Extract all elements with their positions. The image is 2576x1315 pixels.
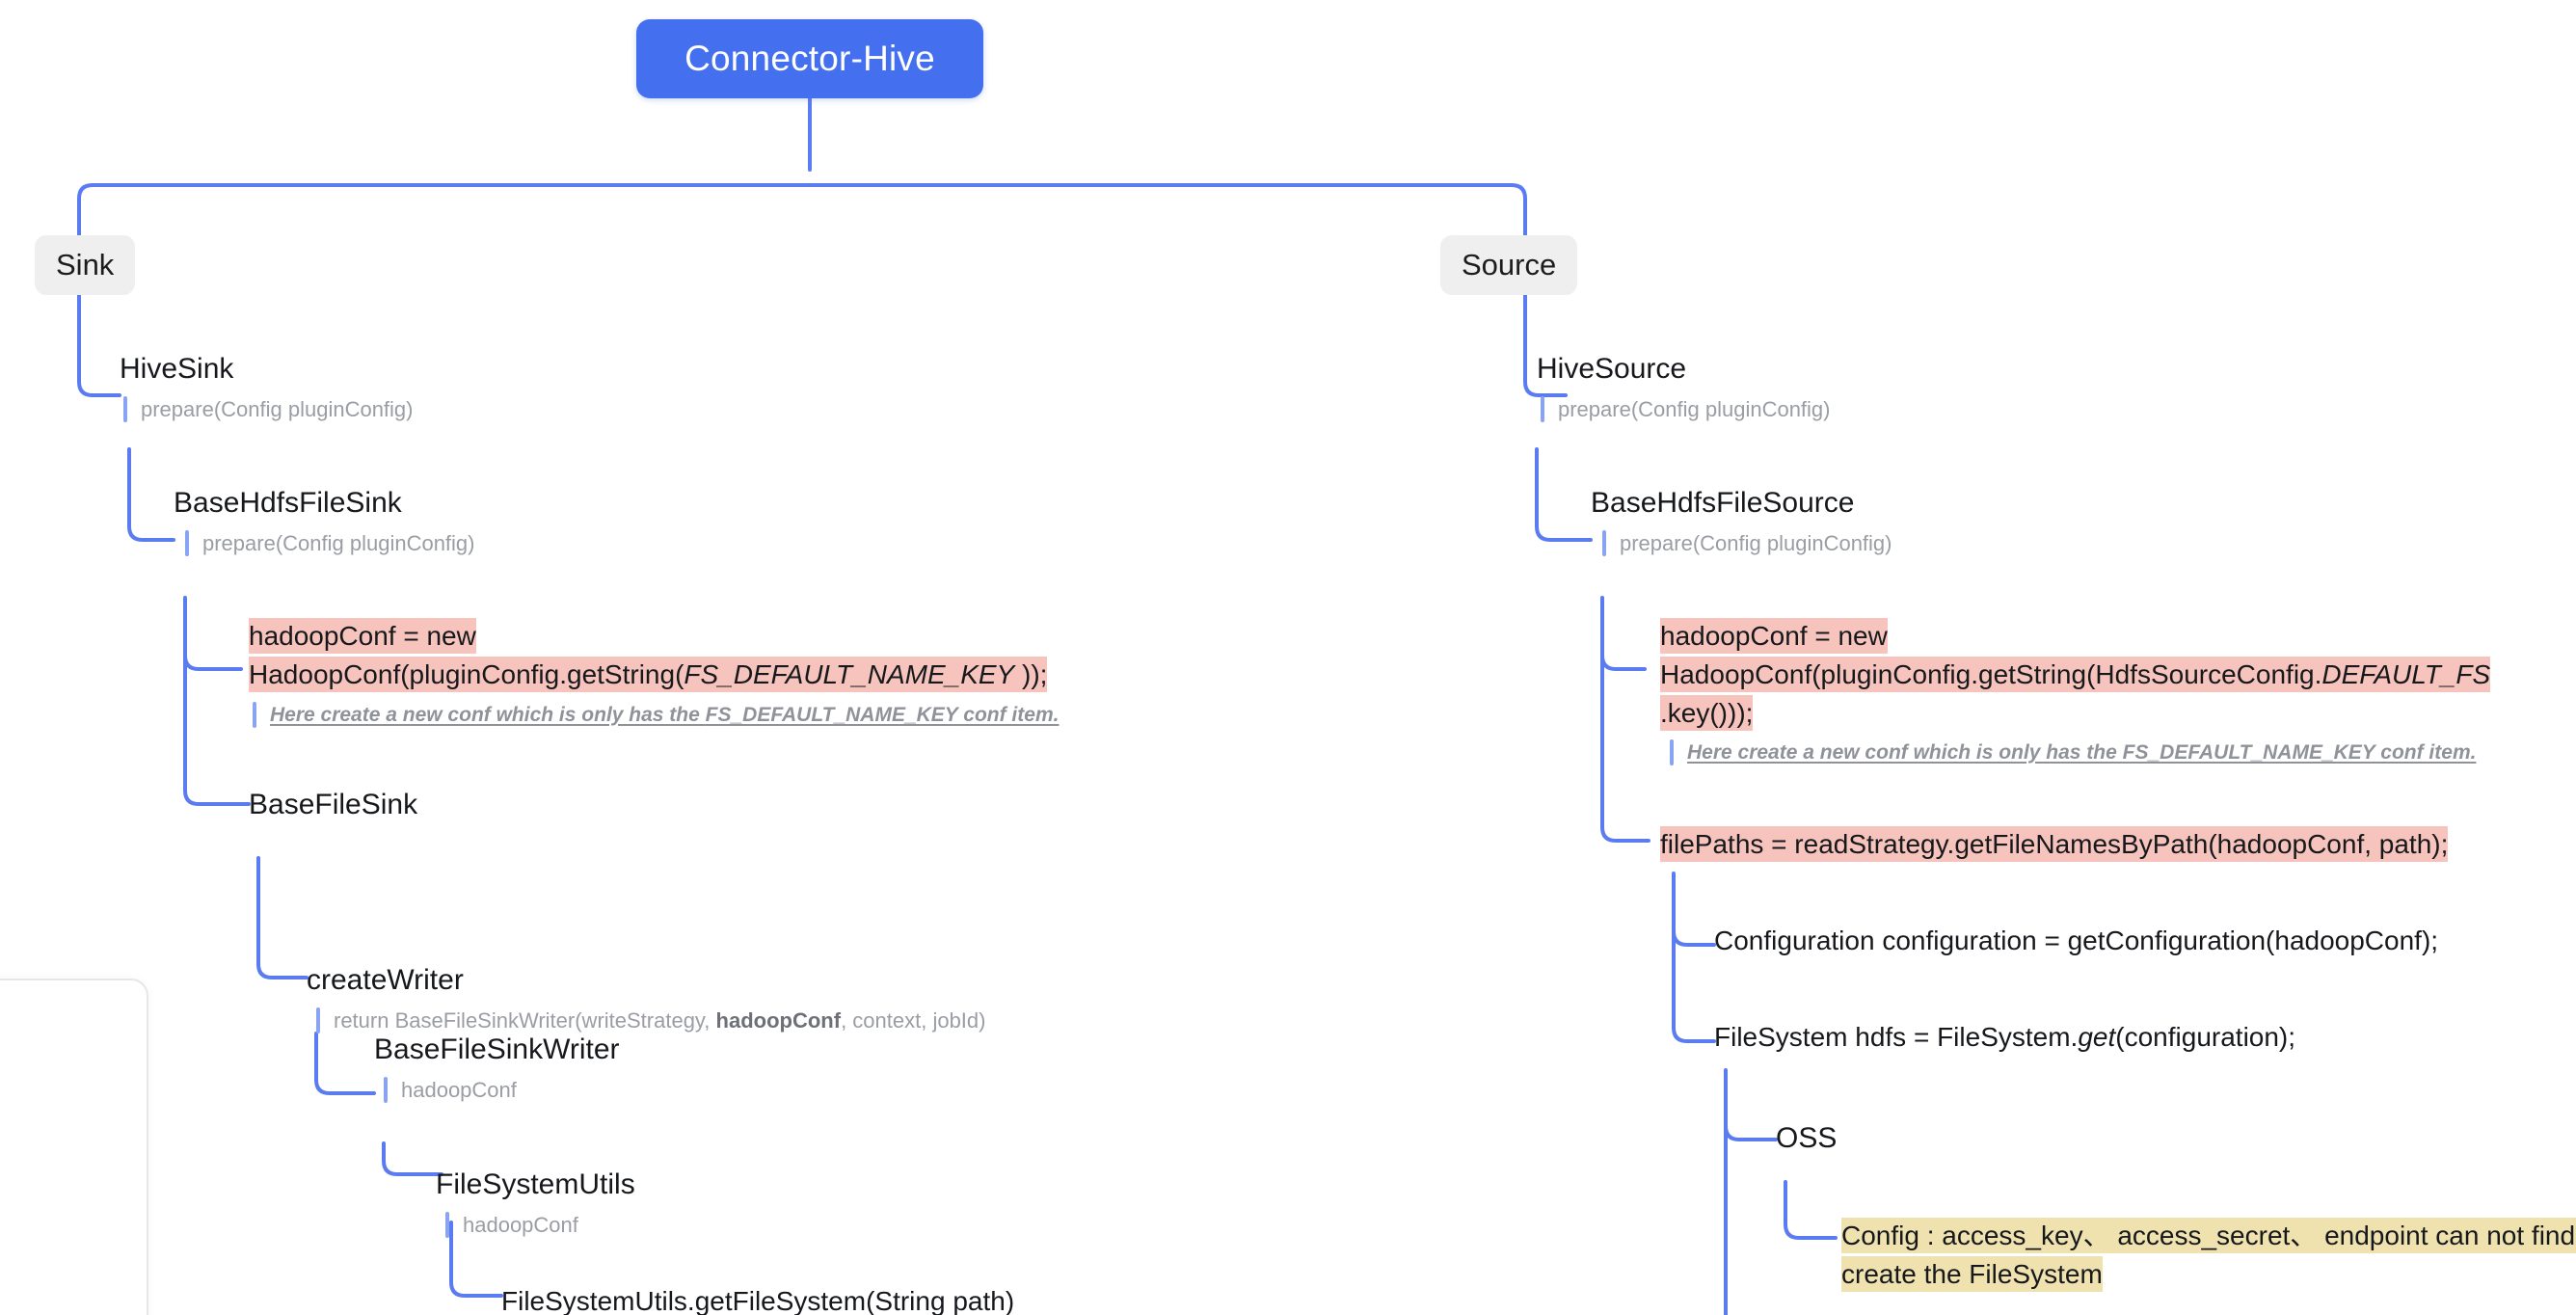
node-base-hdfs-file-sink[interactable]: BaseHdfsFileSink [174, 487, 402, 519]
anno-base-file-sink-writer-hadoopconf: hadoopConf [384, 1077, 517, 1103]
anno-text: prepare(Config pluginConfig) [1558, 396, 1831, 421]
node-oss[interactable]: OSS [1776, 1122, 1838, 1154]
code-filesystem-c: (configuration); [2115, 1022, 2296, 1052]
node-hive-source[interactable]: HiveSource [1537, 353, 1687, 385]
code-line-2: HadoopConf(pluginConfig.getString(FS_DEF… [249, 656, 1048, 694]
node-base-file-sink-writer[interactable]: BaseFileSinkWriter [374, 1033, 620, 1065]
code-filesystem-a: FileSystem hdfs = FileSystem. [1714, 1022, 2079, 1052]
note-text-c: conf item. [2375, 740, 2477, 764]
node-source-label: Source [1462, 248, 1557, 282]
anno-text: hadoopConf [463, 1212, 578, 1237]
anno-text: prepare(Config pluginConfig) [141, 396, 414, 421]
root-node-connector-hive[interactable]: Connector-Hive [636, 19, 983, 98]
node-hive-sink[interactable]: HiveSink [120, 353, 234, 385]
config-line-2: create the FileSystem [1841, 1255, 2574, 1294]
note-text-b: FS_DEFAULT_NAME_KEY [705, 703, 958, 726]
code-source-configuration[interactable]: Configuration configuration = getConfigu… [1714, 926, 2439, 955]
anno-bar-icon [123, 396, 127, 422]
anno-text-a: return BaseFileSinkWriter(writeStrategy, [334, 1007, 716, 1033]
code-line-2-text-a: HadoopConf(pluginConfig.getString( [249, 659, 684, 689]
anno-bar-icon [445, 1212, 449, 1238]
code-line-3-text: .key())); [1660, 695, 1754, 731]
anno-base-hdfs-file-source-prepare: prepare(Config pluginConfig) [1602, 530, 1892, 556]
code-line-2-text-b: FS_DEFAULT_NAME_KEY [684, 659, 1015, 689]
code-line-1: hadoopConf = new [249, 617, 1001, 656]
node-sink-label: Sink [56, 248, 115, 282]
anno-file-system-utils-hadoopconf: hadoopConf [445, 1212, 578, 1238]
code-line-1-text: hadoopConf = new [1660, 618, 1888, 654]
code-filesystem-b: get [2078, 1022, 2116, 1052]
anno-bar-icon [1541, 396, 1544, 422]
note-text-b: FS_DEFAULT_NAME_KEY [2122, 740, 2375, 764]
anno-text: return BaseFileSinkWriter(writeStrategy,… [334, 1008, 985, 1033]
code-oss-config[interactable]: Config : access_key、 access_secret、 endp… [1841, 1217, 2576, 1294]
note-sink-conf: Here create a new conf which is only has… [253, 702, 1059, 728]
anno-bar-icon [253, 702, 256, 728]
node-file-system-utils-getfilesystem[interactable]: FileSystemUtils.getFileSystem(String pat… [501, 1286, 1015, 1315]
code-sink-hadoopconf[interactable]: hadoopConf = new HadoopConf(pluginConfig… [249, 617, 1048, 694]
config-line-2-text: create the FileSystem [1841, 1256, 2103, 1292]
code-line-2-text-b: DEFAULT_FS [2321, 659, 2491, 689]
anno-bar-icon [384, 1077, 388, 1103]
code-source-hadoopconf[interactable]: hadoopConf = new HadoopConf(pluginConfig… [1660, 617, 2491, 733]
anno-bar-icon [316, 1007, 320, 1033]
node-base-file-sink[interactable]: BaseFileSink [249, 789, 418, 820]
code-line-2-text-a: HadoopConf(pluginConfig.getString(HdfsSo… [1660, 659, 2322, 689]
note-text-a: Here create a new conf which is only has… [270, 703, 706, 726]
note-text-a: Here create a new conf which is only has… [1687, 740, 2123, 764]
note-text-c: conf item. [957, 703, 1060, 726]
node-source[interactable]: Source [1440, 235, 1578, 295]
code-source-filesystem[interactable]: FileSystem hdfs = FileSystem.get(configu… [1714, 1022, 2295, 1053]
anno-text: hadoopConf [401, 1077, 517, 1102]
code-line-1: hadoopConf = new [1660, 617, 2480, 656]
node-create-writer[interactable]: createWriter [307, 964, 464, 996]
anno-text: prepare(Config pluginConfig) [202, 530, 475, 555]
anno-text-b: hadoopConf [715, 1007, 842, 1033]
anno-bar-icon [185, 530, 189, 556]
note-text: Here create a new conf which is only has… [1687, 741, 2476, 765]
anno-text: prepare(Config pluginConfig) [1620, 530, 1892, 555]
code-line-1-text: filePaths = readStrategy.getFileNamesByP… [1660, 826, 2449, 862]
anno-bar-icon [1602, 530, 1606, 556]
node-base-hdfs-file-source[interactable]: BaseHdfsFileSource [1591, 487, 1855, 519]
note-source-conf: Here create a new conf which is only has… [1670, 739, 2476, 765]
note-text: Here create a new conf which is only has… [270, 704, 1059, 727]
code-line-1: filePaths = readStrategy.getFileNamesByP… [1660, 825, 2480, 864]
code-line-1-text: hadoopConf = new [249, 618, 476, 654]
anno-hive-source-prepare: prepare(Config pluginConfig) [1541, 396, 1831, 422]
anno-create-writer-return: return BaseFileSinkWriter(writeStrategy,… [316, 1007, 985, 1033]
anno-hive-sink-prepare: prepare(Config pluginConfig) [123, 396, 414, 422]
code-line-2-text-c: )); [1014, 659, 1048, 689]
root-node-label: Connector-Hive [684, 39, 935, 78]
code-line-2: HadoopConf(pluginConfig.getString(HdfsSo… [1660, 656, 2491, 694]
background-card-edge [0, 979, 148, 1315]
anno-bar-icon [1670, 739, 1674, 765]
config-line-1: Config : access_key、 access_secret、 endp… [1841, 1217, 2576, 1255]
code-source-filepaths[interactable]: filePaths = readStrategy.getFileNamesByP… [1660, 825, 2480, 864]
config-line-1-text: Config : access_key、 access_secret、 endp… [1841, 1218, 2576, 1253]
node-file-system-utils[interactable]: FileSystemUtils [436, 1168, 635, 1200]
node-sink[interactable]: Sink [35, 235, 136, 295]
anno-text-c: , context, jobId) [841, 1007, 986, 1033]
anno-base-hdfs-file-sink-prepare: prepare(Config pluginConfig) [185, 530, 475, 556]
code-line-3: .key())); [1660, 694, 2480, 733]
